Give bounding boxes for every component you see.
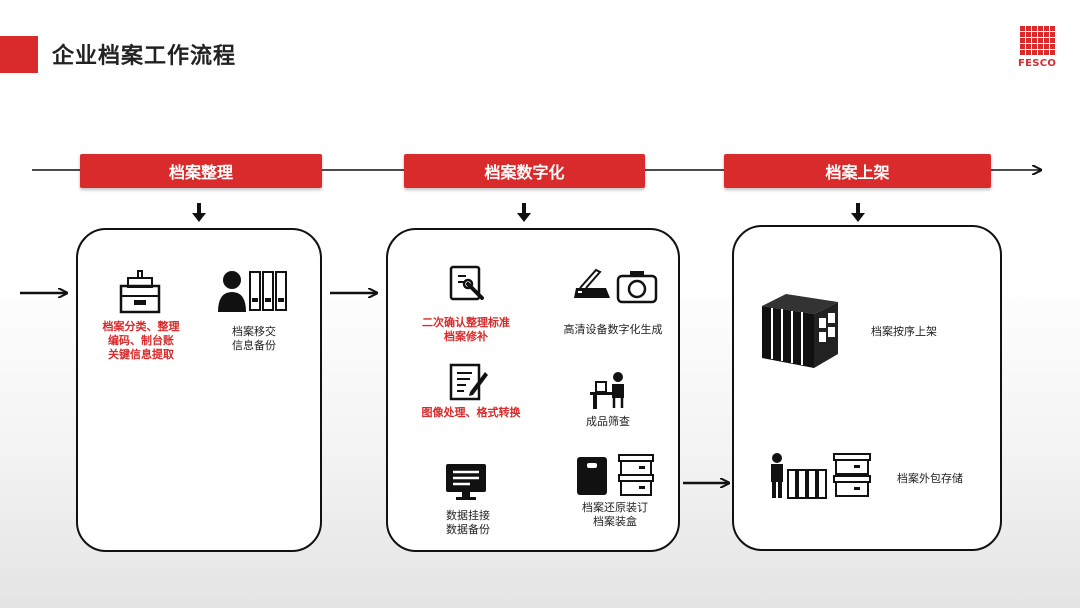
step-label-shelve: 档案按序上架 bbox=[862, 325, 946, 339]
fesco-logo: FESCO bbox=[1018, 26, 1058, 69]
label-line: 编码、制台账 bbox=[108, 334, 174, 347]
page-title: 企业档案工作流程 bbox=[52, 44, 237, 69]
step-label-outsource-storage: 档案外包存储 bbox=[888, 472, 972, 486]
step-label-data-link: 数据挂接 数据备份 bbox=[432, 509, 504, 537]
archive-box-icon bbox=[119, 270, 161, 314]
label-line: 图像处理、格式转换 bbox=[421, 406, 521, 419]
title-accent-bar bbox=[0, 36, 38, 73]
box-storage-icon bbox=[577, 454, 654, 496]
step-label-image-process: 图像处理、格式转换 bbox=[414, 406, 528, 420]
stage-box-shelve bbox=[732, 225, 1002, 551]
label-line: 档案外包存储 bbox=[897, 472, 963, 485]
logo-dot-grid bbox=[1020, 26, 1058, 55]
label-line: 高清设备数字化生成 bbox=[563, 323, 663, 336]
worker-desk-icon bbox=[590, 372, 624, 409]
down-arrow bbox=[851, 203, 865, 222]
label-line: 关键信息提取 bbox=[108, 348, 174, 361]
label-line: 档案修补 bbox=[444, 330, 488, 343]
scanner-camera-icon bbox=[574, 268, 658, 304]
document-edit-icon bbox=[449, 363, 488, 401]
step-label-hd-digitize: 高清设备数字化生成 bbox=[556, 323, 670, 337]
stage-header-organize: 档案整理 bbox=[80, 154, 322, 188]
document-repair-icon bbox=[449, 265, 484, 301]
person-folders-icon bbox=[218, 271, 287, 312]
down-arrow bbox=[517, 203, 531, 222]
label-line: 数据挂接 bbox=[446, 509, 490, 522]
monitor-icon bbox=[446, 464, 486, 500]
stage-header-digitize: 档案数字化 bbox=[404, 154, 645, 188]
stage-box-organize bbox=[76, 228, 322, 552]
label-line: 档案分类、整理 bbox=[102, 320, 180, 333]
shelf-3d-icon bbox=[762, 294, 838, 368]
stage-header-shelve: 档案上架 bbox=[724, 154, 991, 188]
step-label-rebind: 档案还原装订 档案装盒 bbox=[574, 501, 656, 529]
label-line: 档案还原装订 bbox=[582, 501, 648, 514]
label-line: 档案移交 bbox=[232, 325, 276, 338]
label-line: 二次确认整理标准 bbox=[422, 316, 510, 329]
down-arrow bbox=[192, 203, 206, 222]
label-line: 成品筛查 bbox=[586, 415, 630, 428]
logo-text: FESCO bbox=[1018, 58, 1057, 69]
label-line: 档案按序上架 bbox=[871, 325, 937, 338]
person-boxes-icon bbox=[771, 453, 871, 499]
step-label-transfer: 档案移交 信息备份 bbox=[218, 325, 290, 353]
step-label-recheck: 二次确认整理标准 档案修补 bbox=[414, 316, 518, 344]
label-line: 信息备份 bbox=[232, 339, 276, 352]
step-label-classify: 档案分类、整理 编码、制台账 关键信息提取 bbox=[96, 320, 186, 362]
label-line: 档案装盒 bbox=[593, 515, 637, 528]
label-line: 数据备份 bbox=[446, 523, 490, 536]
step-label-qc: 成品筛查 bbox=[580, 415, 636, 429]
